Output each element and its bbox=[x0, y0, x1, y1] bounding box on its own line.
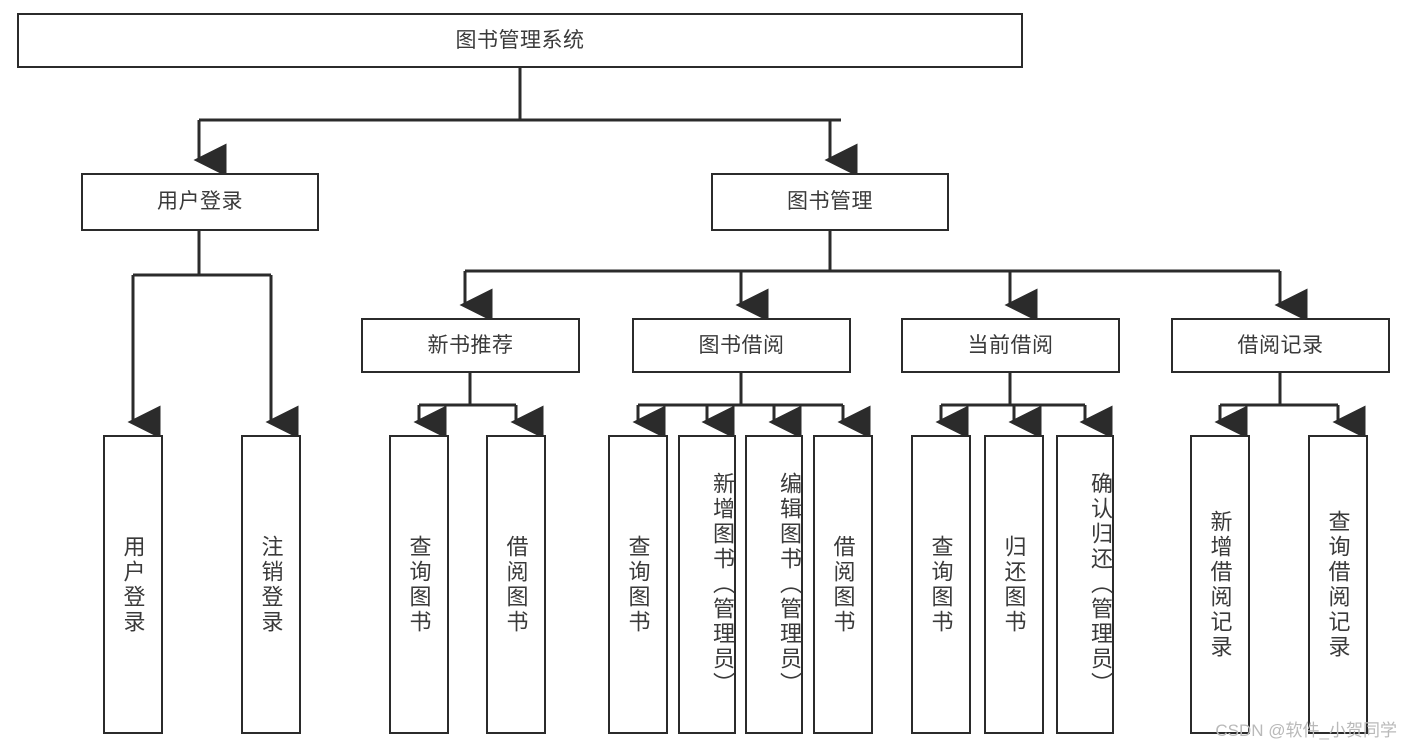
node-leaf-query-book-recommend[interactable]: 查询图书 bbox=[389, 435, 449, 734]
node-leaf-return-book[interactable]: 归还图书 bbox=[984, 435, 1044, 734]
node-leaf-borrow-book-borrow[interactable]: 借阅图书 bbox=[813, 435, 873, 734]
node-new-book-recommend[interactable]: 新书推荐 bbox=[361, 318, 580, 373]
node-leaf-edit-book-admin[interactable]: 编辑图书（管理员） bbox=[745, 435, 803, 734]
node-leaf-add-borrow-record[interactable]: 新增借阅记录 bbox=[1190, 435, 1250, 734]
node-leaf-logout-login[interactable]: 注销登录 bbox=[241, 435, 301, 734]
node-book-management[interactable]: 图书管理 bbox=[711, 173, 949, 231]
node-leaf-confirm-return-admin[interactable]: 确认归还（管理员） bbox=[1056, 435, 1114, 734]
node-leaf-query-book-borrow[interactable]: 查询图书 bbox=[608, 435, 668, 734]
node-leaf-user-login[interactable]: 用户登录 bbox=[103, 435, 163, 734]
node-user-login[interactable]: 用户登录 bbox=[81, 173, 319, 231]
node-leaf-borrow-book-recommend[interactable]: 借阅图书 bbox=[486, 435, 546, 734]
node-borrow-record[interactable]: 借阅记录 bbox=[1171, 318, 1390, 373]
node-book-borrow[interactable]: 图书借阅 bbox=[632, 318, 851, 373]
node-leaf-add-book-admin[interactable]: 新增图书（管理员） bbox=[678, 435, 736, 734]
node-leaf-query-book-current[interactable]: 查询图书 bbox=[911, 435, 971, 734]
node-leaf-query-borrow-record[interactable]: 查询借阅记录 bbox=[1308, 435, 1368, 734]
node-root-book-management-system[interactable]: 图书管理系统 bbox=[17, 13, 1023, 68]
watermark-text: CSDN @软件_小贺同学 bbox=[1215, 721, 1397, 740]
node-current-borrow[interactable]: 当前借阅 bbox=[901, 318, 1120, 373]
